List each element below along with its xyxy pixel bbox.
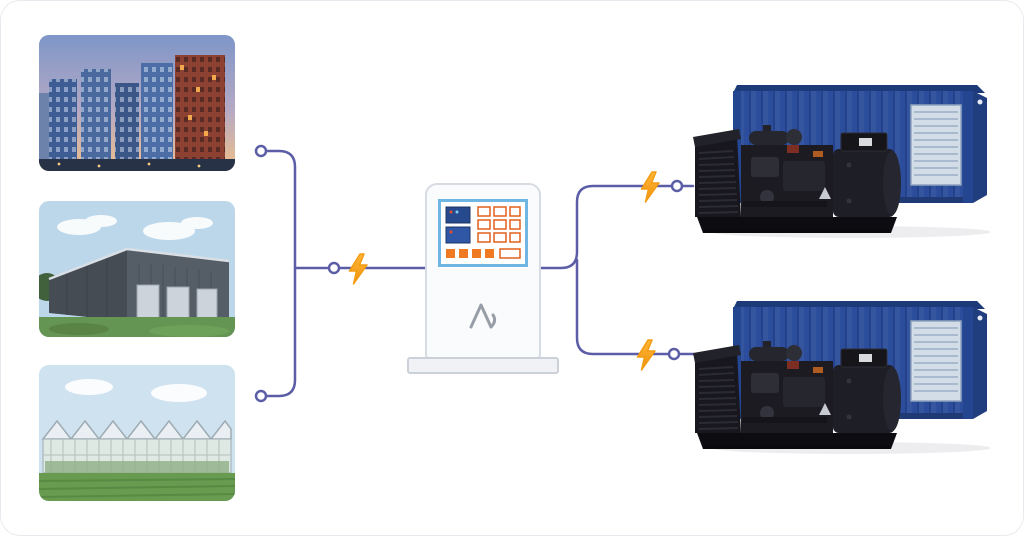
consumer-photo-greenhouses	[39, 365, 235, 501]
clouds	[65, 379, 207, 402]
consumer-photo-industrial-warehouse	[39, 201, 235, 337]
warehouse-illustration	[39, 201, 235, 337]
warehouse-building	[48, 247, 230, 321]
residential-buildings-illustration	[39, 35, 235, 171]
generator-unit-2	[691, 297, 991, 457]
display-panels	[445, 206, 471, 244]
red-tower	[175, 55, 225, 163]
manufacturer-logo-icon	[469, 303, 497, 329]
grass	[39, 317, 235, 337]
greenhouse-illustration	[39, 365, 235, 501]
control-screen	[438, 199, 528, 267]
street-lights	[57, 162, 201, 168]
lightning-bolt-icon	[348, 253, 368, 285]
blue-towers	[49, 63, 173, 163]
lightning-bolt-icon	[636, 339, 656, 371]
orange-buttons	[446, 249, 494, 258]
roll-up-doors	[136, 284, 218, 321]
lightning-bolt-icon	[640, 171, 660, 203]
street-ground	[39, 159, 235, 171]
containerized-genset-illustration	[692, 300, 991, 455]
clouds	[57, 215, 213, 240]
consumer-photo-residential-buildings	[39, 35, 235, 171]
greenhouse-structure	[41, 419, 232, 474]
generator-unit-1	[691, 81, 991, 241]
button-grid	[477, 206, 521, 243]
cabinet-base	[407, 357, 559, 374]
field	[39, 473, 235, 501]
containerized-genset-illustration	[692, 84, 991, 239]
ats-control-cabinet	[425, 183, 541, 359]
